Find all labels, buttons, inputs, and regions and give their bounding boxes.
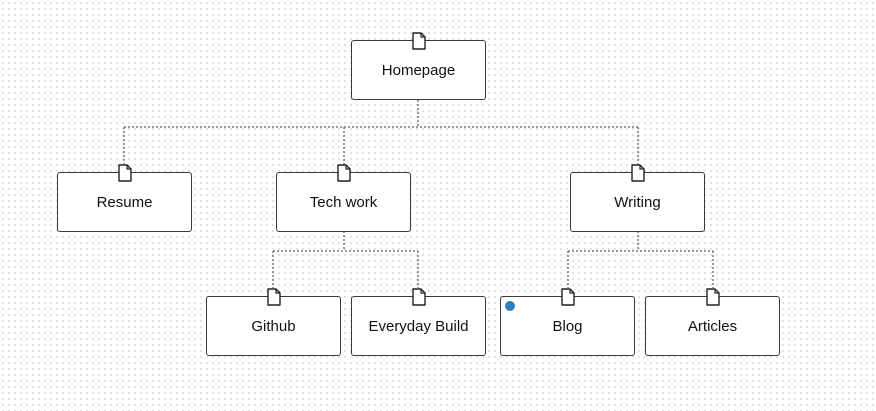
node-label: Writing: [614, 193, 661, 211]
node-label: Resume: [96, 193, 153, 211]
page-icon: [336, 164, 351, 182]
page-icon: [266, 288, 281, 306]
node-label: Blog: [552, 317, 583, 335]
node-articles[interactable]: Articles: [645, 288, 780, 356]
node-everyday-build[interactable]: Everyday Build: [351, 288, 486, 356]
node-label: Articles: [687, 317, 738, 335]
node-label: Homepage: [381, 61, 456, 79]
page-icon: [705, 288, 720, 306]
page-icon: [117, 164, 132, 182]
node-homepage[interactable]: Homepage: [351, 32, 486, 100]
status-dot: [505, 301, 515, 311]
node-label: Tech work: [309, 193, 378, 211]
node-label: Github: [251, 317, 296, 335]
page-icon: [411, 32, 426, 50]
connector-writing-children: [567, 231, 714, 288]
node-writing[interactable]: Writing: [570, 164, 705, 232]
node-resume[interactable]: Resume: [57, 164, 192, 232]
node-github[interactable]: Github: [206, 288, 341, 356]
connector-homepage-children: [123, 100, 639, 164]
node-label: Everyday Build: [368, 317, 469, 335]
node-tech-work[interactable]: Tech work: [276, 164, 411, 232]
page-icon: [630, 164, 645, 182]
connector-tech-work-children: [272, 231, 419, 288]
page-icon: [560, 288, 575, 306]
node-blog[interactable]: Blog: [500, 288, 635, 356]
page-icon: [411, 288, 426, 306]
